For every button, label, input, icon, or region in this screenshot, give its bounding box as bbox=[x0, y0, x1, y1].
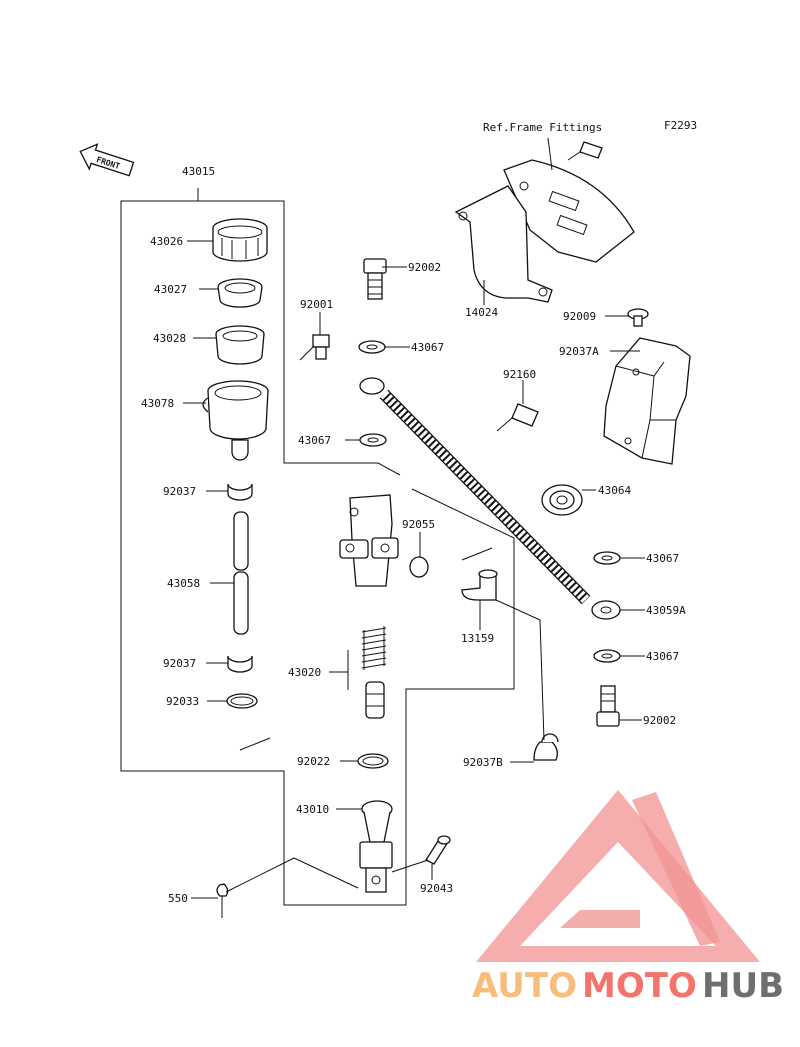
leader-lines bbox=[183, 240, 645, 899]
part-43010-push-rod bbox=[359, 800, 393, 893]
label-43010: 43010 bbox=[296, 803, 329, 816]
label-92001: 92001 bbox=[300, 298, 333, 311]
part-14024-bracket-cover bbox=[454, 159, 635, 303]
front-arrow-icon: FRONT bbox=[79, 143, 135, 177]
label-92037-lower: 92037 bbox=[163, 657, 196, 670]
part-92009-screw bbox=[627, 308, 649, 327]
part-92037-hose-clamp-lower bbox=[227, 655, 253, 673]
label-43067-d: 43067 bbox=[646, 650, 679, 663]
part-92037A-bracket bbox=[603, 337, 691, 465]
label-92009: 92009 bbox=[563, 310, 596, 323]
part-frame-fitting-bolt bbox=[547, 137, 603, 171]
figure-code: F2293 bbox=[664, 119, 697, 132]
label-550: 550 bbox=[168, 892, 188, 905]
part-43064-grommet bbox=[541, 484, 583, 516]
watermark-moto: MOTO bbox=[582, 966, 697, 1006]
part-92002-banjo-bolt-lower bbox=[596, 685, 620, 727]
part-92160-screw bbox=[496, 403, 539, 432]
label-43015: 43015 bbox=[182, 165, 215, 178]
label-92037A: 92037A bbox=[559, 345, 599, 358]
watermark-auto: AUTO bbox=[472, 966, 577, 1006]
label-43067-c: 43067 bbox=[646, 552, 679, 565]
part-43027-diaphragm-plate bbox=[217, 278, 263, 308]
part-92002-banjo-bolt-upper bbox=[363, 258, 387, 300]
label-43020: 43020 bbox=[288, 666, 321, 679]
label-92022: 92022 bbox=[297, 755, 330, 768]
label-92033: 92033 bbox=[166, 695, 199, 708]
label-92043: 92043 bbox=[420, 882, 453, 895]
part-92033-circlip bbox=[226, 693, 258, 709]
part-550-cotter-pin bbox=[216, 857, 359, 918]
label-92002-upper: 92002 bbox=[408, 261, 441, 274]
label-43078: 43078 bbox=[141, 397, 174, 410]
label-43064: 43064 bbox=[598, 484, 631, 497]
label-43067-a: 43067 bbox=[411, 341, 444, 354]
part-43067-washer-c bbox=[593, 551, 621, 565]
leader-92043-extension bbox=[391, 859, 429, 873]
ref-frame-fittings-note: Ref.Frame Fittings bbox=[483, 121, 602, 134]
part-43020-spring-piston bbox=[361, 626, 387, 719]
label-92037-upper: 92037 bbox=[163, 485, 196, 498]
triangle-logo-icon bbox=[476, 790, 760, 962]
part-43058-reservoir-hose bbox=[233, 511, 249, 635]
part-43067-washer-a bbox=[358, 340, 386, 354]
part-13159-joint-elbow bbox=[461, 569, 498, 601]
label-14024: 14024 bbox=[465, 306, 498, 319]
label-43059A: 43059A bbox=[646, 604, 686, 617]
part-number-labels: 43015 43026 43027 43028 92001 92002 4306… bbox=[141, 165, 686, 905]
leader-92033-extension bbox=[239, 737, 271, 751]
part-92022-circlip bbox=[357, 753, 389, 769]
part-92037-hose-clamp-upper bbox=[227, 483, 253, 501]
master-cylinder-body bbox=[339, 494, 399, 587]
part-43026-reservoir-cap bbox=[212, 218, 268, 262]
label-43058: 43058 bbox=[167, 577, 200, 590]
part-92043-clevis-pin bbox=[425, 835, 451, 865]
label-43028: 43028 bbox=[153, 332, 186, 345]
reservoir-bracket-lines bbox=[120, 188, 515, 906]
watermark-hub: HUB bbox=[702, 966, 784, 1006]
label-92160: 92160 bbox=[503, 368, 536, 381]
label-92055: 92055 bbox=[402, 518, 435, 531]
part-43059A-brake-hose bbox=[359, 377, 621, 620]
label-92037B: 92037B bbox=[463, 756, 503, 769]
part-43067-washer-b bbox=[359, 433, 387, 447]
label-92002-lower: 92002 bbox=[643, 714, 676, 727]
label-13159: 13159 bbox=[461, 632, 494, 645]
part-92037B-hose-clamp bbox=[533, 733, 559, 761]
part-43067-washer-d bbox=[593, 649, 621, 663]
part-43078-reservoir-body bbox=[202, 380, 269, 461]
leader-92055-extension bbox=[461, 547, 493, 561]
part-92001-bolt bbox=[299, 334, 330, 361]
label-43026: 43026 bbox=[150, 235, 183, 248]
part-43028-diaphragm bbox=[215, 325, 265, 365]
automotohub-logo: AUTO MOTO HUB bbox=[472, 790, 784, 1006]
label-43067-b: 43067 bbox=[298, 434, 331, 447]
label-43027: 43027 bbox=[154, 283, 187, 296]
part-92055-o-ring bbox=[409, 556, 429, 578]
